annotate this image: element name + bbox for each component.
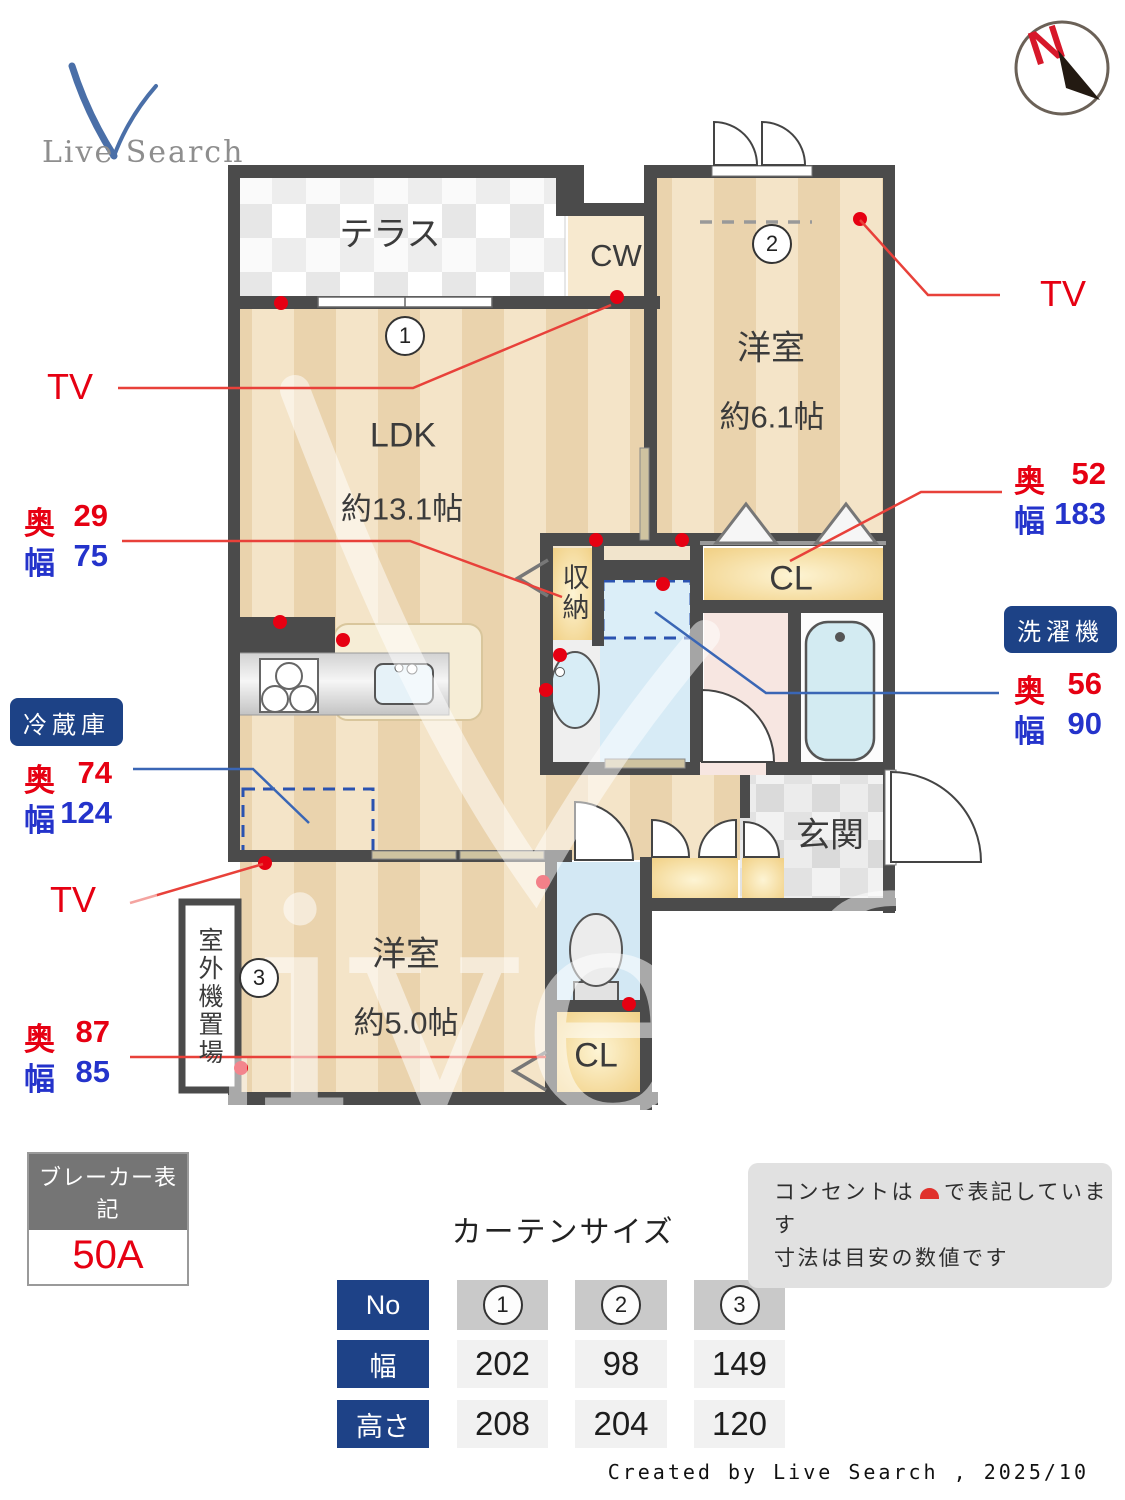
- curtain-width-2: 98: [575, 1340, 667, 1388]
- curtain-header-no: No: [337, 1280, 429, 1330]
- room-label-outdoor-unit: 室外機置場: [195, 927, 223, 1067]
- room-label-storage: 収納: [558, 563, 589, 623]
- room-label-ldk: LDK: [369, 416, 437, 455]
- curtain-table-title: カーテンサイズ: [451, 1216, 675, 1249]
- blue-leader-lines: [133, 610, 999, 824]
- breaker-value: 50A: [72, 1233, 144, 1277]
- entrance-door-arc: [890, 770, 983, 863]
- walls: [228, 165, 896, 1110]
- room-size-bedroom2: 約5.0帖: [353, 1005, 459, 1041]
- room-label-bedroom1: 洋室: [737, 329, 805, 368]
- fridge-outline: [241, 787, 375, 855]
- tv-label-right: TV: [1039, 273, 1087, 314]
- curtain-header-height: 高さ: [337, 1400, 429, 1448]
- room-label-entrance: 玄関: [796, 816, 864, 855]
- curtain-marker-3: 3: [239, 958, 279, 998]
- curtain-marker-1: 1: [385, 316, 425, 356]
- room-size-bedroom1: 約6.1帖: [719, 399, 825, 435]
- credit-line: Created by Live Search , 2025/10: [607, 1460, 1089, 1484]
- breaker-box: ブレーカー表記 50A: [27, 1152, 189, 1286]
- curtain-marker-2: 2: [752, 224, 792, 264]
- room-label-closet-lower: CL: [574, 1036, 618, 1075]
- logo-text: Live Search: [42, 135, 245, 170]
- room-label-terrace: テラス: [339, 215, 441, 254]
- logo-v-icon: [68, 62, 158, 160]
- legend-note-line1: コンセントはで表記しています: [774, 1181, 1108, 1237]
- room-size-ldk: 約13.1帖: [340, 491, 464, 527]
- outlet-legend-icon: [920, 1188, 939, 1199]
- red-leader-lines: [118, 219, 1002, 1059]
- outdoor-unit-box: [178, 898, 242, 1094]
- bathtub-icon: [804, 620, 876, 762]
- curtain-no-2: 2: [575, 1280, 667, 1330]
- tv-label-left: TV: [46, 366, 94, 407]
- room-label-bedroom2: 洋室: [372, 935, 440, 974]
- curtain-height-2: 204: [575, 1400, 667, 1448]
- curtain-no-1: 1: [457, 1280, 548, 1330]
- legend-note-line2: 寸法は目安の数値です: [774, 1247, 1009, 1270]
- curtain-width-1: 202: [457, 1340, 548, 1388]
- room-label-cw: CW: [590, 238, 642, 273]
- curtain-height-1: 208: [457, 1400, 548, 1448]
- tv-label-bottom: TV: [49, 879, 97, 920]
- curtain-no-3: 3: [694, 1280, 785, 1330]
- washer-tag: 洗濯機: [1004, 606, 1117, 653]
- curtain-height-3: 120: [694, 1400, 785, 1448]
- room-label-closet-upper: CL: [769, 559, 813, 598]
- fridge-tag: 冷蔵庫: [10, 698, 123, 746]
- legend-note: コンセントはで表記しています 寸法は目安の数値です: [748, 1163, 1112, 1288]
- curtain-header-width: 幅: [337, 1340, 429, 1388]
- compass-icon: N: [1014, 15, 1110, 116]
- watermark-v: [280, 375, 720, 909]
- breaker-title: ブレーカー表記: [29, 1154, 187, 1230]
- curtain-width-3: 149: [694, 1340, 785, 1388]
